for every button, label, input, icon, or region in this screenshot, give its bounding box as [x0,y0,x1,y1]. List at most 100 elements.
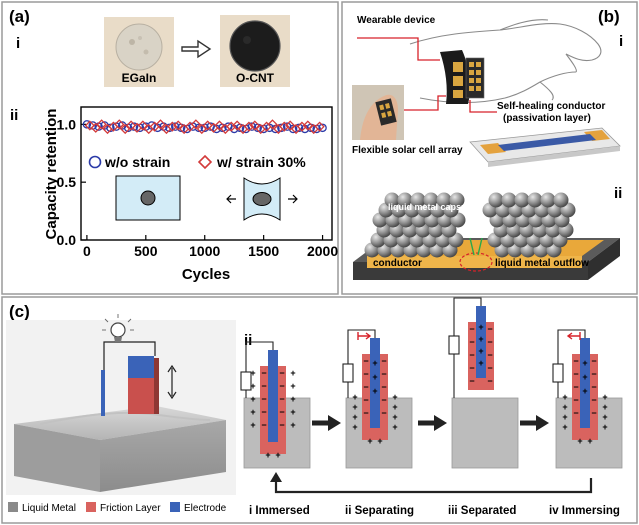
data-point-wo-strain [171,122,180,131]
data-point-w-strain [232,120,243,131]
positive-charge: + [250,394,255,404]
sample-photo-ocnt: O-CNT [220,15,290,87]
data-point-wo-strain [318,123,327,133]
current-arrow-icon [358,332,372,340]
positive-charge: + [582,372,587,382]
y-tick-label: 0.5 [57,174,77,190]
stage-label-separated: iii Separated [448,505,516,517]
liquid-metal-capsule [384,192,400,208]
legend-liquid-metal: Liquid Metal [22,503,76,514]
positive-charge: + [587,436,592,446]
positive-charge: + [392,422,397,432]
electrode [476,306,486,378]
tng-friction-layer [128,378,154,414]
data-point-w-strain [267,119,278,130]
y-axis-label: Capacity retention [43,109,60,240]
negative-charge: − [261,407,266,417]
current-arrow-icon [566,332,580,340]
positive-charge: + [250,381,255,391]
legend-label-wo-strain: w/o strain [104,154,170,170]
negative-charge: − [363,382,368,392]
positive-charge: + [478,346,483,356]
resistor [342,363,354,383]
negative-charge: − [591,382,596,392]
data-point-w-strain [249,120,260,131]
data-point-w-strain [137,120,148,131]
data-point-w-strain [190,119,202,130]
negative-charge: − [381,369,386,379]
stage-arrows [270,415,593,494]
y-tick-label: 0.0 [57,232,77,248]
positive-charge: + [478,358,483,368]
label-wearable-device: Wearable device [357,15,436,26]
label-capsules: liquid metal capsules [388,202,479,212]
stage-3: −−−−−−−−−−++++ [448,297,519,469]
positive-charge: + [602,402,607,412]
data-point-w-strain [202,120,213,131]
negative-charge: − [573,408,578,418]
inset-strained [226,177,298,221]
electrode [268,350,278,442]
negative-charge: − [261,420,266,430]
positive-charge: + [250,368,255,378]
label-self-healing: Self-healing conductor [497,101,605,112]
positive-charge: + [290,407,295,417]
x-tick-label: 500 [134,243,158,259]
liquid-metal-capsule [423,192,439,208]
x-axis-label: Cycles [182,266,230,283]
negative-charge: − [469,324,474,334]
negative-charge: − [487,337,492,347]
x-tick-label: 1500 [248,243,279,259]
electrode [580,338,590,428]
data-point-w-strain [173,120,184,131]
data-point-w-strain [214,120,225,131]
positive-charge: + [290,368,295,378]
legend-electrode: Electrode [184,503,227,514]
negative-charge: − [279,368,284,378]
legend-swatch-liquid-metal [8,502,18,512]
positive-charge: + [377,436,382,446]
panel-b-row-ii: ii [614,185,622,202]
negative-charge: − [573,395,578,405]
positive-charge: + [352,392,357,402]
positive-charge: + [290,420,295,430]
negative-charge: − [261,381,266,391]
label-passivation: (passivation layer) [503,113,591,124]
stage-label-immersed: i Immersed [249,505,310,517]
positive-charge: + [250,407,255,417]
data-point-wo-strain [106,123,115,133]
data-point-w-strain [84,120,95,131]
panel-c-row-ii: ii [244,332,252,349]
panel-c: (c) i ii Liquid Metal [1,296,638,524]
positive-charge: + [290,394,295,404]
liquid-metal-capsule [410,192,426,208]
negative-charge: − [363,369,368,379]
inset-unstrained [115,175,181,221]
positive-charge: + [372,386,377,396]
negative-charge: − [279,394,284,404]
positive-charge: + [562,392,567,402]
positive-charge: + [602,422,607,432]
positive-charge: + [265,450,270,460]
callout-wearable [357,37,440,61]
negative-charge: − [381,356,386,366]
data-point-wo-strain [129,122,139,131]
positive-charge: + [392,402,397,412]
liquid-metal-pool [451,397,519,469]
positive-charge: + [250,420,255,430]
positive-charge: + [290,381,295,391]
panel-b-label: (b) [598,7,620,26]
negative-charge: − [363,395,368,405]
data-point-wo-strain [82,120,92,129]
light-rays [102,314,134,331]
positive-charge: + [562,422,567,432]
legend-swatch-electrode [170,502,180,512]
stage-1: −−−−−−−−−−++++++++++++ [240,341,311,469]
positive-charge: + [372,358,377,368]
negative-charge: − [261,368,266,378]
positive-charge: + [602,392,607,402]
data-point-w-strain [90,122,101,133]
positive-charge: + [352,402,357,412]
liquid-metal-capsule [449,192,465,208]
